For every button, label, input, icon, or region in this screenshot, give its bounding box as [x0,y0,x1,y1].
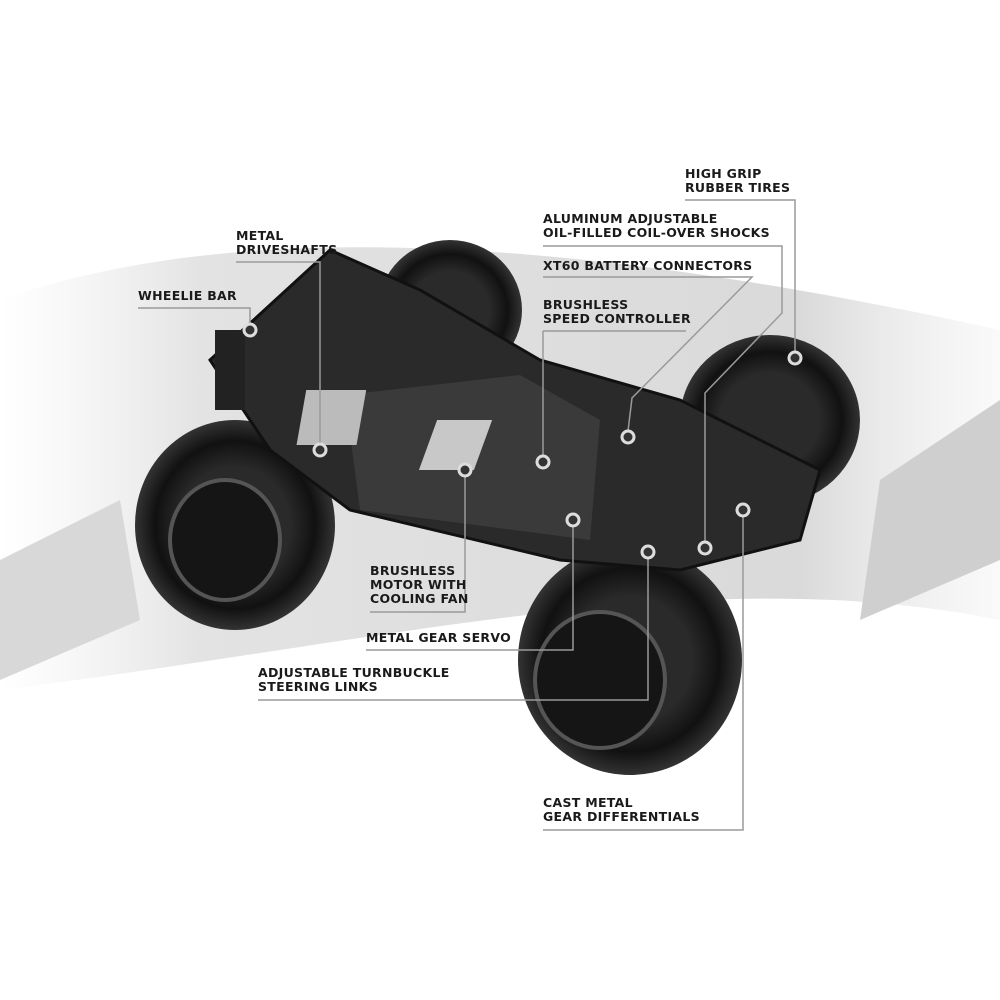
rear-left-wheel [135,420,335,630]
label-xt60-connectors: XT60 BATTERY CONNECTORS [543,259,752,273]
label-wheelie-bar: WHEELIE BAR [138,289,237,303]
label-line: DRIVESHAFTS [236,242,338,257]
label-line: MOTOR WITH [370,577,467,592]
label-line: METAL GEAR SERVO [366,630,512,645]
cooling-fan-motor [296,390,367,445]
label-line: METAL [236,228,284,243]
label-line: STEERING LINKS [258,679,378,694]
label-line: ALUMINUM ADJUSTABLE [543,211,718,226]
label-line: ADJUSTABLE TURNBUCKLE [258,665,450,680]
cooling-fan-esc [418,420,493,470]
front-left-wheel [518,545,742,775]
label-line: CAST METAL [543,795,633,810]
label-line: GEAR DIFFERENTIALS [543,809,700,824]
label-line: RUBBER TIRES [685,180,791,195]
wheelie-bar [215,330,245,410]
label-line: HIGH GRIP [685,166,762,181]
label-line: XT60 BATTERY CONNECTORS [543,258,753,273]
label-servo: METAL GEAR SERVO [366,631,511,645]
label-line: WHEELIE BAR [138,288,237,303]
label-line: SPEED CONTROLLER [543,311,691,326]
label-line: BRUSHLESS [370,563,456,578]
label-line: OIL-FILLED COIL-OVER SHOCKS [543,225,770,240]
label-line: BRUSHLESS [543,297,629,312]
label-line: COOLING FAN [370,591,469,606]
